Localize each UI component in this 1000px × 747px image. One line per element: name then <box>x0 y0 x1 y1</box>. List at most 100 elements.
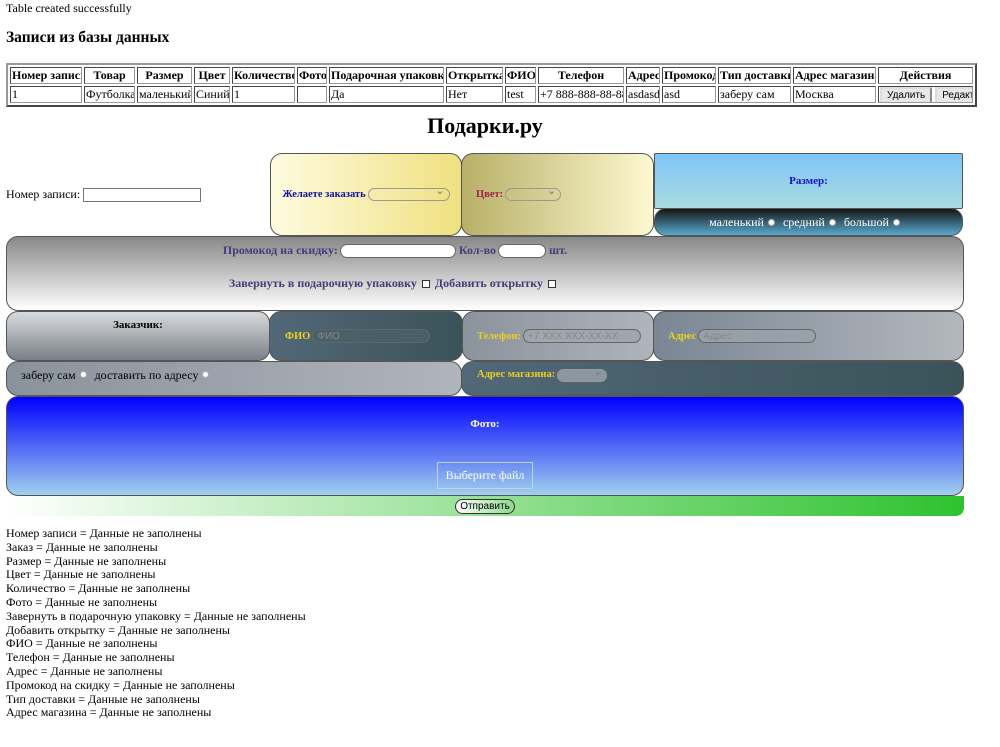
delivery-address-label: доставить по адресу <box>94 368 199 382</box>
output-line: Адрес магазина = Данные не заполнены <box>6 705 212 720</box>
submit-bar: Отправить <box>6 496 964 516</box>
fio-input[interactable]: ФИО <box>312 329 431 343</box>
card-label: Добавить открытку <box>434 276 544 290</box>
choose-file-button[interactable]: Выберите файл <box>436 462 534 489</box>
card-checkbox[interactable] <box>548 279 557 288</box>
photo-box: Фото: Выберите файл <box>6 396 964 496</box>
record-number-input[interactable] <box>83 187 202 202</box>
output-line: Цвет = Данные не заполнены <box>6 567 156 582</box>
address-input[interactable]: Адрес <box>698 329 817 343</box>
actions-cell: Удалить Редактировать <box>878 86 973 103</box>
order-label: Желаете заказать <box>282 189 366 200</box>
size-small-radio[interactable] <box>767 218 775 226</box>
column-header: Тип доставки <box>718 67 791 84</box>
output-line: ФИО = Данные не заполнены <box>6 636 158 651</box>
db-records-heading: Записи из базы данных <box>6 29 170 46</box>
table-cell: маленький <box>137 86 192 103</box>
column-header: ФИО <box>505 67 536 84</box>
size-large-label: большой <box>843 214 889 229</box>
delivery-pickup-label: заберу сам <box>21 368 76 382</box>
record-number-group: Номер записи: <box>6 187 202 202</box>
column-header: Цвет <box>194 67 230 84</box>
column-header: Телефон <box>538 67 624 84</box>
promo-box: Промокод на скидку: Кол-во шт. Завернуть… <box>6 236 964 311</box>
customer-box: Заказчик: <box>6 311 270 361</box>
table-cell: Москва <box>793 86 876 103</box>
address-box: Адрес Адрес <box>653 311 964 361</box>
address-label: Адрес <box>668 330 697 342</box>
fio-box: ФИО ФИО <box>269 311 463 361</box>
column-header: Подарочная упаковка <box>329 67 444 84</box>
size-box: Размер: <box>654 153 963 209</box>
output-line: Размер = Данные не заполнены <box>6 553 167 568</box>
color-label: Цвет: <box>476 189 504 200</box>
qty-unit: шт. <box>548 243 568 257</box>
column-header: Адрес магазина <box>793 67 876 84</box>
phone-label: Телефон: <box>477 330 522 342</box>
phone-input[interactable]: +7 XXX XXX-XX-XX <box>523 329 642 343</box>
wrap-label: Завернуть в подарочную упаковку <box>228 276 417 290</box>
qty-input[interactable] <box>497 243 546 258</box>
size-options: маленький средний большой <box>654 208 963 236</box>
output-line: Фото = Данные не заполнены <box>6 594 158 609</box>
delivery-address-radio[interactable] <box>202 371 210 378</box>
table-cell: Синий <box>194 86 230 103</box>
table-cell: 1 <box>232 86 295 103</box>
table-cell <box>297 86 327 103</box>
column-header: Адрес <box>626 67 660 84</box>
delivery-box: заберу сам доставить по адресу <box>6 361 462 396</box>
output-line: Телефон = Данные не заполнены <box>6 650 175 665</box>
size-large-radio[interactable] <box>892 218 900 226</box>
column-header: Количество <box>232 67 295 84</box>
table-cell: 1 <box>10 86 82 103</box>
size-medium-radio[interactable] <box>828 218 836 226</box>
fio-label: ФИО <box>285 330 311 342</box>
promo-label: Промокод на скидку: <box>222 243 338 257</box>
order-box: Желаете заказать <box>270 153 462 236</box>
phone-box: Телефон: +7 XXX XXX-XX-XX <box>462 311 654 361</box>
submit-button[interactable]: Отправить <box>455 498 515 514</box>
store-select[interactable] <box>557 365 608 382</box>
table-cell: +7 888-888-88-88 <box>538 86 624 103</box>
customer-label: Заказчик: <box>113 319 163 331</box>
store-box: Адрес магазина: <box>461 361 964 396</box>
table-cell: Футболка <box>84 86 135 103</box>
record-number-label: Номер записи: <box>6 187 81 201</box>
output-line: Номер записи = Данные не заполнены <box>6 526 202 540</box>
table-cell: заберу сам <box>718 86 791 103</box>
output-line: Заказ = Данные не заполнены <box>6 539 158 554</box>
table-cell: test <box>505 86 536 103</box>
table-cell: Нет <box>446 86 503 103</box>
size-medium-label: средний <box>782 214 825 229</box>
order-select[interactable] <box>367 184 450 201</box>
store-label: Адрес магазина: <box>477 369 556 380</box>
output-line: Завернуть в подарочную упаковку = Данные… <box>6 608 306 623</box>
promo-input[interactable] <box>339 243 456 258</box>
status-message: Table created successfully <box>6 1 132 15</box>
photo-label: Фото: <box>470 418 500 430</box>
column-header: Номер записи <box>10 67 82 84</box>
column-header: Действия <box>878 67 973 84</box>
site-title: Подарки.ру <box>427 113 543 138</box>
edit-button[interactable]: Редактировать <box>935 87 972 102</box>
wrap-checkbox[interactable] <box>421 279 430 288</box>
table-cell: asdasd <box>626 86 660 103</box>
table-cell: Да <box>329 86 444 103</box>
color-select[interactable] <box>505 184 562 201</box>
output-line: Количество = Данные не заполнены <box>6 581 191 596</box>
delivery-pickup-radio[interactable] <box>79 371 87 378</box>
output-line: Тип доставки = Данные не заполнены <box>6 691 200 706</box>
output-line: Адрес = Данные не заполнены <box>6 663 163 678</box>
output-line: Добавить открытку = Данные не заполнены <box>6 622 230 637</box>
column-header: Размер <box>137 67 192 84</box>
qty-label: Кол-во <box>458 243 496 257</box>
size-small-label: маленький <box>709 214 764 229</box>
column-header: Промокод <box>662 67 716 84</box>
delete-button[interactable]: Удалить <box>880 87 933 102</box>
column-header: Товар <box>84 67 135 84</box>
size-label: Размер: <box>789 175 828 187</box>
